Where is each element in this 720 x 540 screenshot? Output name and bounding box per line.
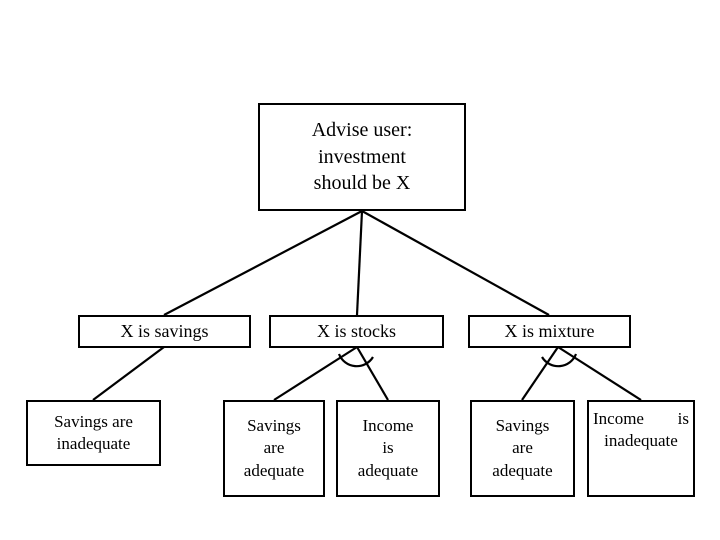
edge-root-to-savings	[163, 210, 363, 316]
leaf-2-line-2: is	[382, 438, 394, 458]
node-savings-are-inadequate[interactable]: Savings are inadequate	[26, 400, 161, 466]
node-x-is-savings-label: X is savings	[120, 320, 209, 341]
leaf-4-word-2: is	[677, 409, 689, 428]
node-root-line-2: investment	[318, 145, 406, 168]
node-income-is-adequate[interactable]: Income is adequate	[336, 400, 440, 497]
edge-mixture-to-savings-adequate	[521, 346, 559, 401]
node-x-is-mixture[interactable]: X is mixture	[468, 315, 631, 348]
edge-root-to-stocks	[355, 210, 364, 316]
node-x-is-stocks[interactable]: X is stocks	[269, 315, 444, 348]
node-savings-are-adequate-mixture[interactable]: Savings are adequate	[470, 400, 575, 497]
and-arc-stocks	[337, 353, 374, 368]
leaf-2-line-3: adequate	[357, 460, 419, 480]
node-savings-are-adequate-stocks[interactable]: Savings are adequate	[223, 400, 325, 497]
node-income-is-inadequate[interactable]: Income is inadequate	[587, 400, 695, 497]
leaf-3-line-1: Savings	[495, 415, 550, 435]
node-x-is-savings[interactable]: X is savings	[78, 315, 251, 348]
leaf-1-line-1: Savings	[247, 415, 301, 435]
leaf-2-line-1: Income	[362, 415, 414, 435]
node-root[interactable]: Advise user: investment should be X	[258, 103, 466, 211]
leaf-3-line-2: are	[512, 438, 533, 458]
edge-stocks-to-savings-adequate	[273, 346, 358, 401]
node-root-line-3: should be X	[313, 172, 411, 195]
node-x-is-stocks-label: X is stocks	[316, 320, 396, 341]
and-arc-mixture	[541, 353, 578, 368]
node-root-line-1: Advise user:	[311, 119, 413, 142]
leaf-3-line-3: adequate	[492, 460, 553, 480]
leaf-4-word-1: Income	[593, 409, 644, 428]
node-x-is-mixture-label: X is mixture	[504, 320, 595, 341]
edge-stocks-to-income-adequate	[356, 346, 389, 401]
leaf-0-line-1: Savings are	[54, 411, 133, 431]
edge-savings-to-savings-inadequate	[92, 346, 165, 401]
leaf-1-line-2: are	[263, 438, 285, 458]
leaf-0-line-2: inadequate	[56, 434, 131, 453]
edge-root-to-mixture	[361, 210, 550, 316]
leaf-1-line-3: adequate	[243, 460, 305, 480]
edge-mixture-to-income-inadequate	[557, 346, 642, 401]
leaf-4-line-1: Income is	[589, 408, 693, 430]
leaf-4-line-2: inadequate	[604, 431, 678, 451]
